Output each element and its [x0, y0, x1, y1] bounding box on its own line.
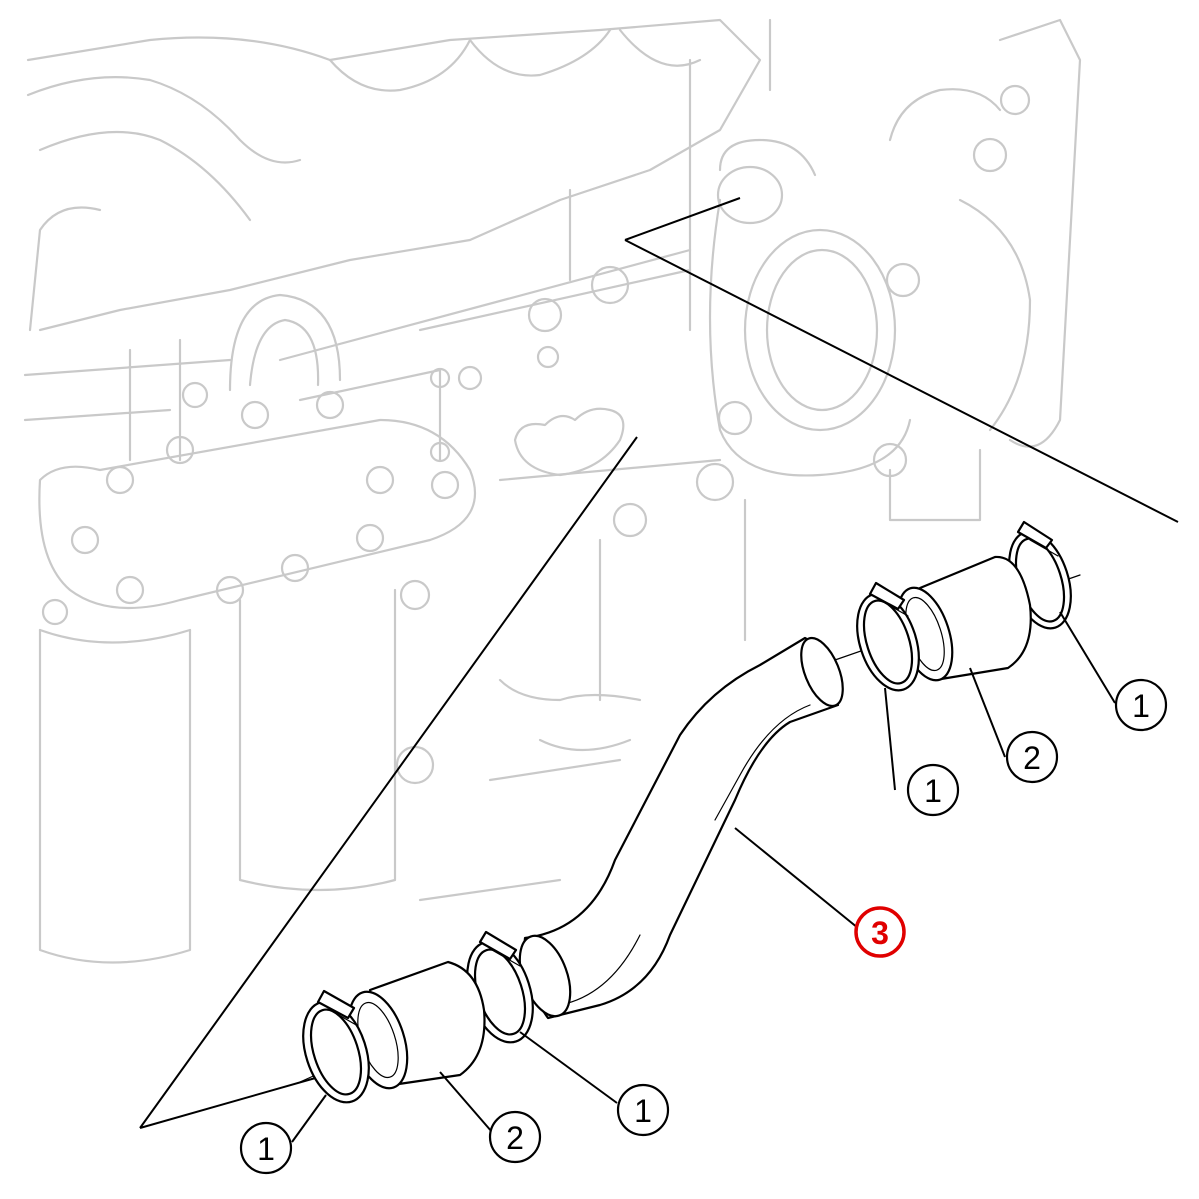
callout-1-lower-right: 1 [616, 1083, 670, 1137]
callout-label: 1 [924, 773, 942, 809]
callout-3-hose: 3 [854, 906, 906, 958]
reference-outline [139, 197, 1179, 1129]
callout-label: 1 [257, 1131, 275, 1167]
callout-2-upper: 2 [1005, 730, 1059, 784]
callout-label: 2 [506, 1120, 524, 1156]
hose-upper-end [800, 636, 844, 708]
exploded-view [139, 197, 1179, 1143]
clamp-lower-left [302, 989, 370, 1104]
hose [523, 636, 840, 1020]
callout-1-lower-left: 1 [239, 1121, 293, 1175]
sleeve-lower [347, 960, 486, 1090]
clamp-upper-left [856, 581, 920, 692]
callout-label: 1 [634, 1093, 652, 1129]
callout-2-lower: 2 [488, 1110, 542, 1164]
callout-1-upper-right: 1 [1114, 678, 1168, 732]
callout-label: 1 [1132, 688, 1150, 724]
engine-block-background [23, 18, 1082, 964]
leader-lines [291, 611, 1116, 1143]
callout-label: 2 [1023, 740, 1041, 776]
callout-1-upper-left: 1 [906, 763, 960, 817]
callout-label: 3 [871, 915, 889, 951]
hose-shading [559, 704, 811, 1006]
